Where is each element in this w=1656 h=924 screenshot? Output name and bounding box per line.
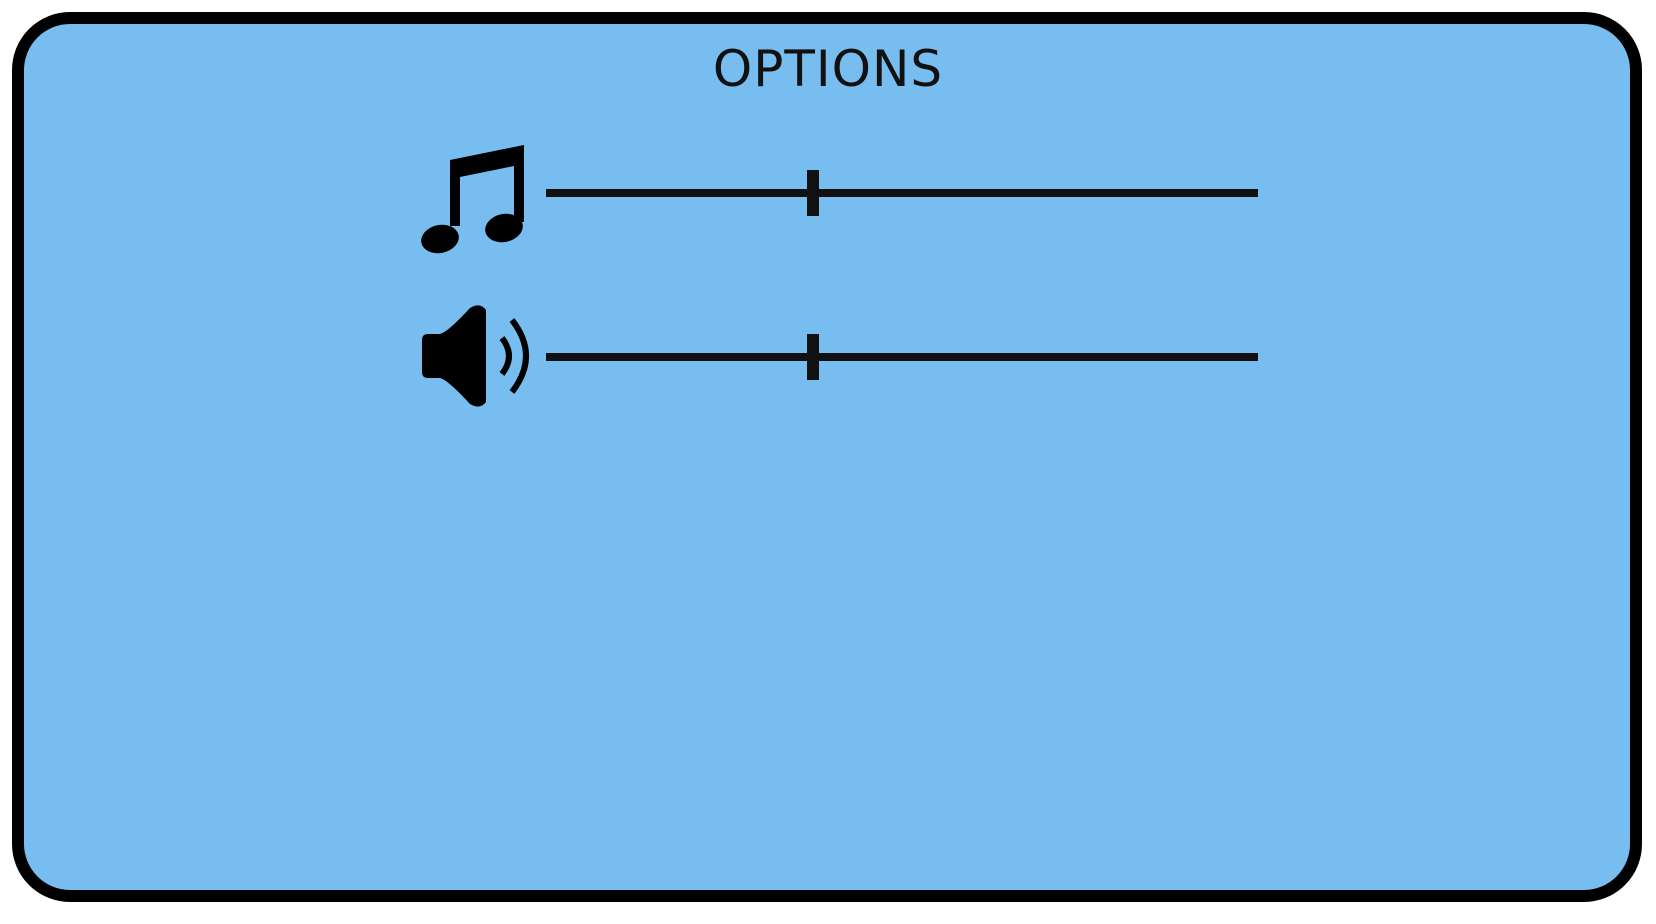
sound-volume-slider[interactable] (546, 332, 1258, 382)
sound-slider-track[interactable] (546, 353, 1258, 361)
options-title: OPTIONS (712, 40, 944, 98)
options-panel (12, 12, 1642, 902)
music-slider-track[interactable] (546, 189, 1258, 197)
music-slider-thumb[interactable] (807, 170, 819, 216)
speaker-volume-icon (422, 305, 529, 407)
sound-slider-thumb[interactable] (807, 334, 819, 380)
music-note-icon (421, 145, 524, 254)
music-volume-slider[interactable] (546, 168, 1258, 218)
